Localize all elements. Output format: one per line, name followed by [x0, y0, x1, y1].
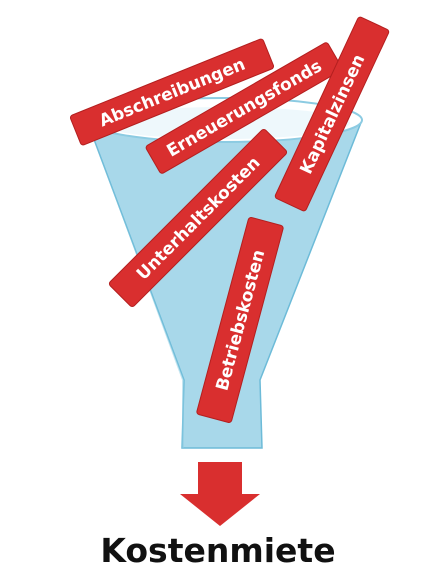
down-arrow-icon — [180, 462, 260, 526]
result-label: Kostenmiete — [100, 531, 335, 570]
